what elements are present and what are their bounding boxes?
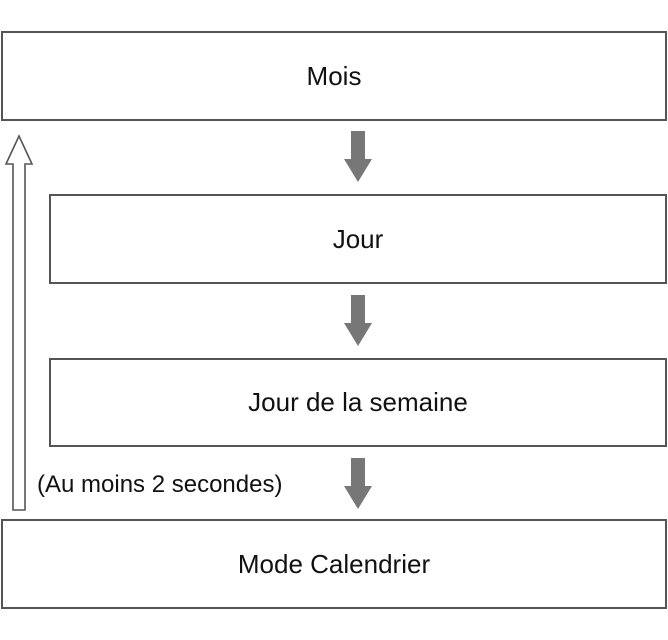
step-box-day: Jour [49, 194, 667, 284]
step-box-weekday: Jour de la semaine [49, 358, 667, 447]
step-label-calendar-mode: Mode Calendrier [237, 548, 431, 579]
step-label-month: Mois [306, 60, 362, 91]
duration-note: (Au moins 2 secondes) [37, 471, 283, 498]
down-arrow-icon [344, 295, 372, 346]
step-box-month: Mois [1, 31, 667, 121]
step-label-weekday: Jour de la semaine [248, 387, 468, 417]
up-arrow-icon [4, 134, 34, 511]
step-box-calendar-mode: Mode Calendrier [1, 519, 667, 609]
down-arrow-icon [344, 131, 372, 182]
step-label-day: Jour [332, 223, 384, 254]
down-arrow-icon [344, 458, 372, 509]
